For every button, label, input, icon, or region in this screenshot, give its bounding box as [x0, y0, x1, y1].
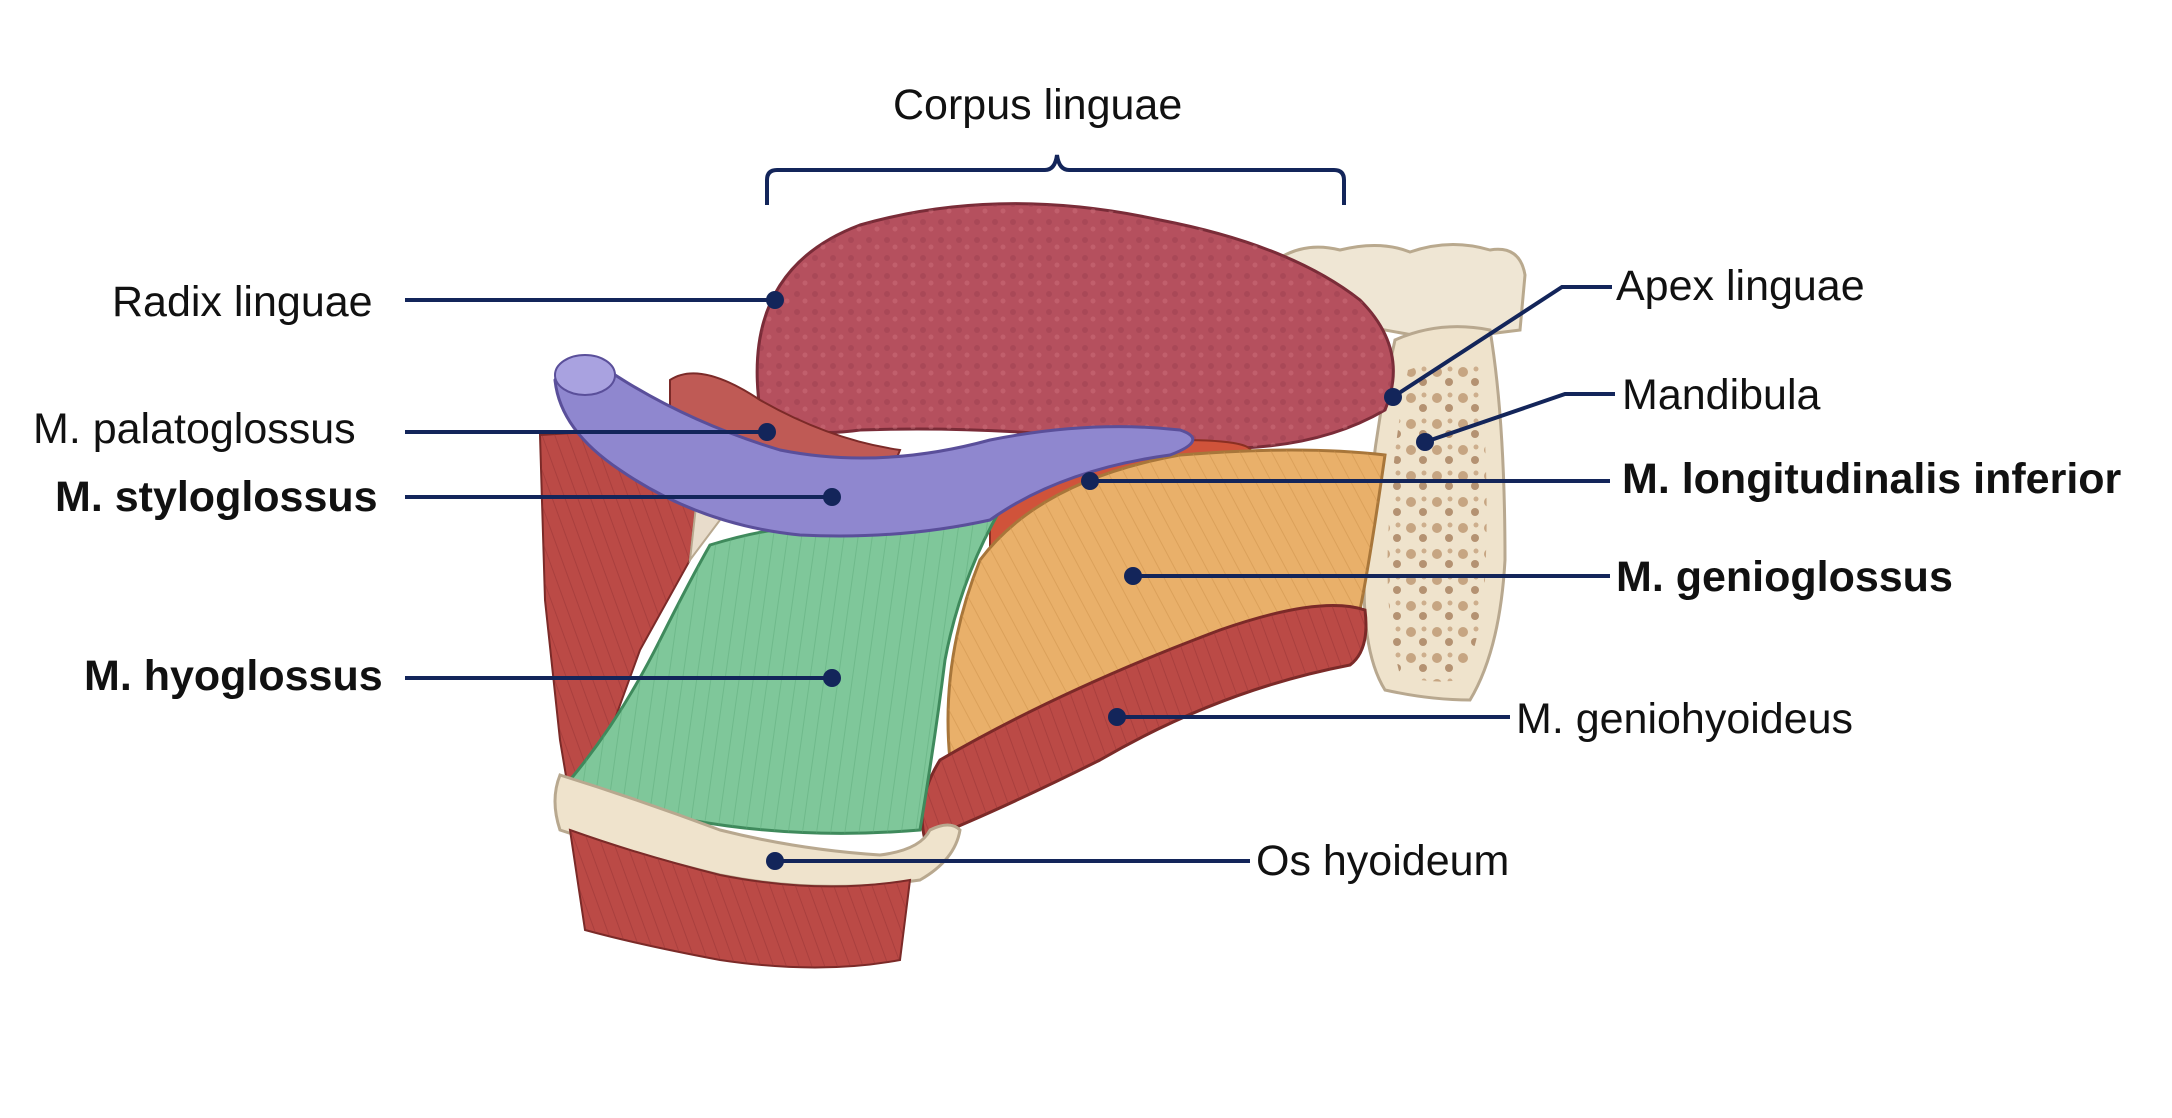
- label-apex-linguae: Apex linguae: [1616, 262, 1865, 310]
- leader-geniohyoideus-dot: [1108, 708, 1126, 726]
- label-m-hyoglossus: M. hyoglossus: [84, 652, 383, 700]
- corpus-bracket: [765, 154, 1346, 205]
- styloid-cut-shape: [554, 354, 616, 396]
- label-radix-linguae: Radix linguae: [112, 278, 373, 326]
- label-os-hyoideum: Os hyoideum: [1256, 837, 1510, 885]
- leader-genioglossus-dot: [1124, 567, 1142, 585]
- label-m-longitudinalis-inferior: M. longitudinalis inferior: [1622, 455, 2122, 503]
- leader-lines: [405, 154, 1615, 870]
- label-m-geniohyoideus: M. geniohyoideus: [1516, 695, 1854, 743]
- leader-palatoglossus-dot: [758, 423, 776, 441]
- label-mandibula: Mandibula: [1622, 371, 1821, 419]
- label-m-genioglossus: M. genioglossus: [1616, 553, 1953, 601]
- leader-hyoideum-dot: [766, 852, 784, 870]
- leader-apex: [1391, 285, 1612, 399]
- label-corpus-linguae: Corpus linguae: [893, 81, 1183, 129]
- leader-mandibula-dot: [1416, 433, 1434, 451]
- leader-radix-dot: [766, 291, 784, 309]
- label-m-styloglossus: M. styloglossus: [55, 473, 378, 521]
- leader-mandibula: [1424, 392, 1615, 444]
- leader-hyoglossus-dot: [823, 669, 841, 687]
- leader-apex-dot: [1384, 388, 1402, 406]
- leader-styloglossus-dot: [823, 488, 841, 506]
- label-m-palatoglossus: M. palatoglossus: [33, 405, 356, 453]
- leader-longitudinalis-dot: [1081, 472, 1099, 490]
